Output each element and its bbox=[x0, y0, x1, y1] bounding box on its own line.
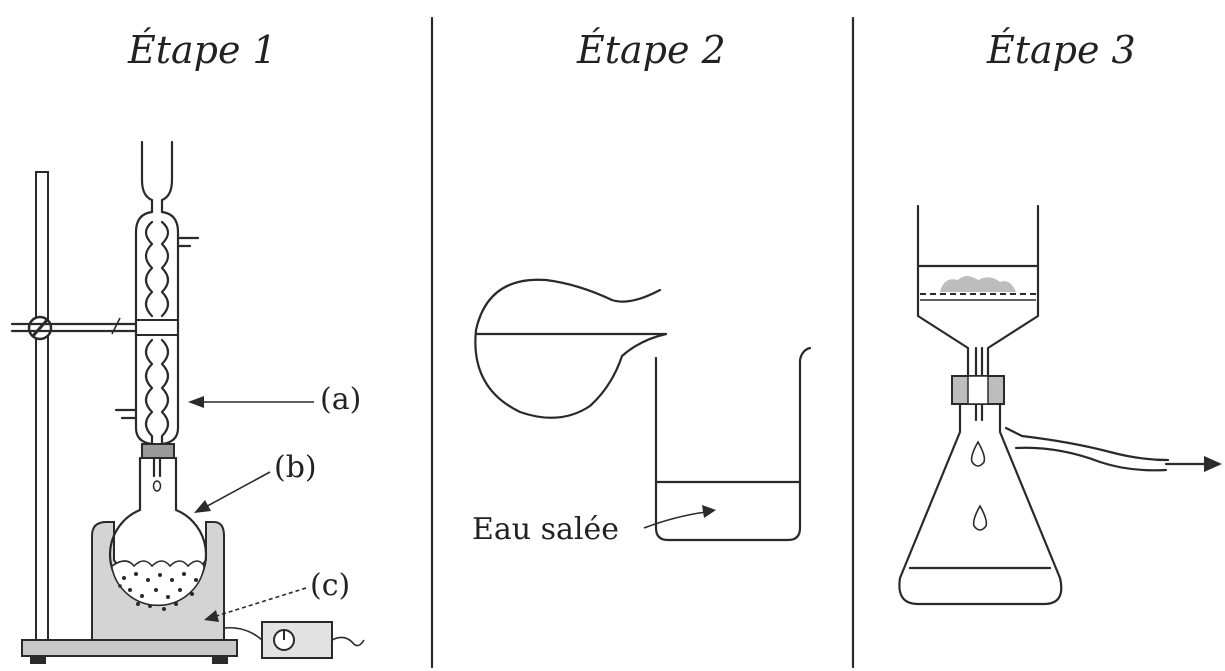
vacuum-hose-bottom bbox=[1014, 446, 1168, 472]
erlenmeyer-flask bbox=[898, 402, 1063, 606]
water-inlet bbox=[114, 408, 138, 420]
funnel-right-wall bbox=[986, 204, 1040, 378]
clamp-jaw bbox=[135, 319, 179, 336]
condenser-bulbs-right bbox=[160, 220, 170, 450]
reflux-apparatus bbox=[10, 140, 365, 664]
stand-foot-right bbox=[212, 656, 228, 664]
boiling-stones bbox=[118, 572, 198, 611]
tilted-flask bbox=[474, 278, 668, 419]
funnel-left-wall bbox=[916, 204, 970, 378]
beaker bbox=[654, 346, 812, 542]
power-cable bbox=[223, 626, 263, 641]
stand-base bbox=[21, 639, 238, 657]
condenser-bulbs-left bbox=[144, 220, 154, 450]
filtration-apparatus bbox=[898, 204, 1222, 606]
condenser-top-left bbox=[140, 140, 154, 214]
step-1-title: Étape 1 bbox=[128, 28, 277, 72]
arrow-salt-water bbox=[643, 511, 707, 529]
filtrate-drop-1 bbox=[970, 440, 986, 467]
drop bbox=[152, 480, 162, 492]
vacuum-hose-top bbox=[1004, 426, 1170, 462]
label-a: (a) bbox=[320, 382, 362, 417]
water-outlet bbox=[176, 236, 200, 248]
filtrate-drop-2 bbox=[972, 504, 988, 531]
stopper-hole bbox=[967, 375, 989, 405]
plug-cable bbox=[331, 636, 365, 647]
vacuum-arrow-head bbox=[1204, 456, 1222, 472]
temperature-controller bbox=[261, 621, 333, 659]
arrow-c bbox=[209, 587, 307, 619]
pouring-apparatus bbox=[474, 278, 812, 542]
clamp-screw bbox=[31, 319, 49, 337]
label-c: (c) bbox=[310, 568, 351, 603]
solid-precipitate bbox=[940, 276, 1016, 292]
clamp-arm-break bbox=[111, 317, 121, 335]
condenser-jacket-left bbox=[134, 210, 154, 446]
label-salt-water: Eau salée bbox=[472, 512, 620, 547]
stand-rod bbox=[35, 171, 49, 641]
joint-stopper bbox=[141, 443, 175, 459]
arrow-c-head bbox=[204, 610, 219, 622]
step-3-title: Étape 3 bbox=[987, 28, 1136, 72]
stand-foot-left bbox=[30, 656, 46, 664]
arrow-b bbox=[199, 471, 271, 511]
condenser-jacket-right bbox=[160, 210, 180, 446]
flask-liquid bbox=[111, 560, 205, 607]
arrow-salt-water-head bbox=[702, 505, 716, 518]
arrow-b-head bbox=[194, 500, 211, 513]
condenser-top-right bbox=[160, 140, 174, 214]
label-b: (b) bbox=[274, 450, 317, 485]
step-2-title: Étape 2 bbox=[577, 28, 726, 72]
arrow-a-head bbox=[188, 396, 204, 408]
